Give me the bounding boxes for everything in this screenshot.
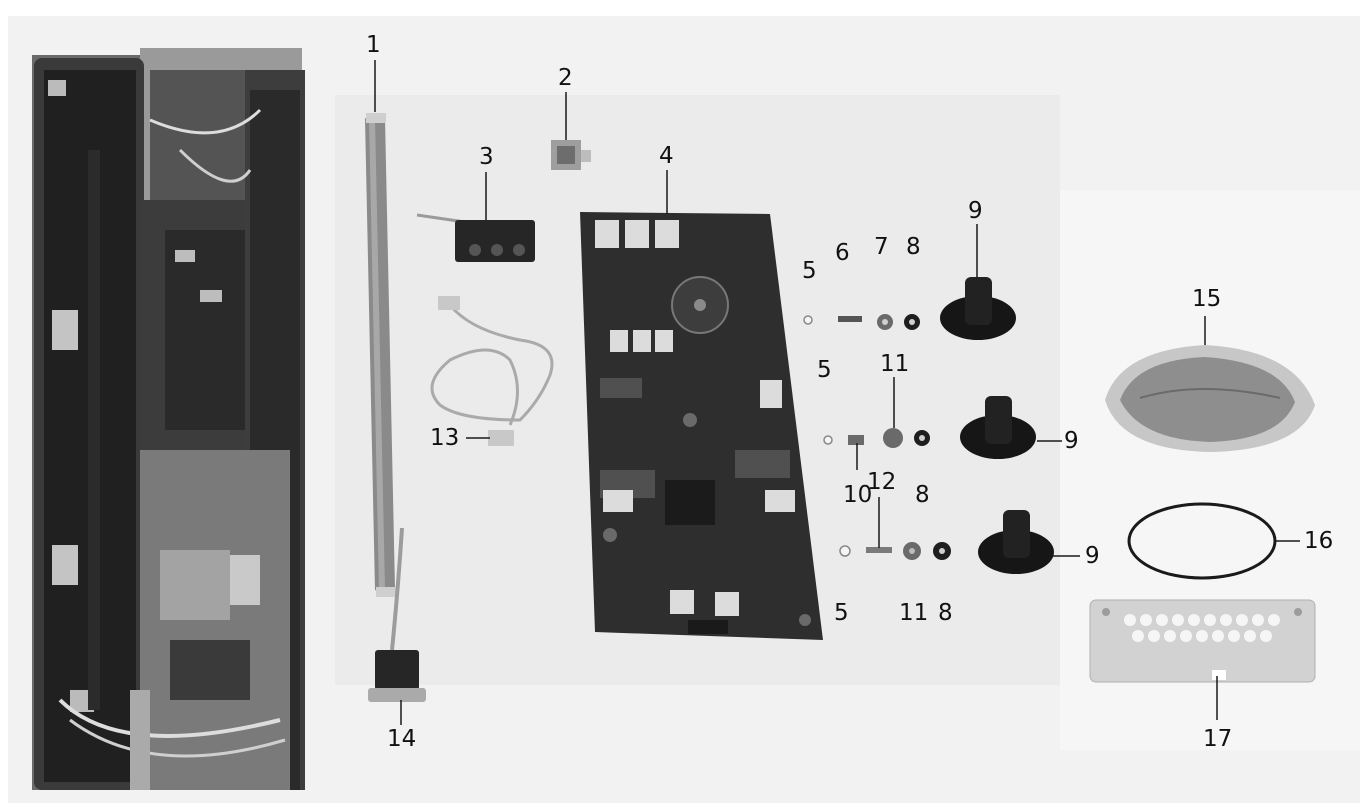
control-knob-top: [940, 277, 1016, 340]
ribbon-cable: [365, 113, 396, 597]
filter-part: [1105, 345, 1315, 452]
callout-9-middle: 9: [1064, 428, 1079, 454]
perforated-plate: [1089, 599, 1316, 683]
callout-5-middle: 5: [817, 357, 832, 383]
callout-8-bottom: 8: [938, 600, 953, 626]
leader-lines: [374, 60, 1300, 725]
callout-13: 13: [430, 425, 460, 451]
callout-2: 2: [558, 65, 573, 91]
callout-4: 4: [659, 143, 674, 169]
callout-1: 1: [366, 32, 381, 58]
main-pcb: [580, 212, 823, 640]
callout-8-middle: 8: [915, 482, 930, 508]
control-knob-middle: [960, 396, 1036, 459]
row2-small-parts: [823, 428, 930, 448]
callout-11-middle: 11: [880, 351, 910, 377]
callout-9-bottom: 9: [1085, 543, 1100, 569]
callout-6: 6: [835, 240, 850, 266]
clip-part: [551, 140, 591, 170]
usb-cable: [430, 296, 554, 446]
callout-15: 15: [1192, 286, 1222, 312]
row1-small-parts: [803, 314, 920, 330]
callout-16: 16: [1304, 528, 1334, 554]
callout-8-top: 8: [906, 234, 921, 260]
callout-17: 17: [1203, 726, 1233, 752]
micro-switch: [416, 213, 535, 262]
control-knob-bottom: [978, 510, 1054, 574]
callout-3: 3: [479, 144, 494, 170]
callout-5-top: 5: [802, 258, 817, 284]
row3-small-parts: [839, 542, 951, 560]
callout-7: 7: [874, 234, 889, 260]
callout-12: 12: [867, 469, 897, 495]
callout-11-bottom: 11: [899, 600, 929, 626]
callout-14: 14: [387, 726, 417, 752]
callout-10: 10: [843, 482, 873, 508]
callout-5-bottom: 5: [834, 600, 849, 626]
callout-9-top: 9: [968, 198, 983, 224]
dsub-connector: [368, 527, 426, 702]
open-unit-interior: [32, 48, 305, 790]
